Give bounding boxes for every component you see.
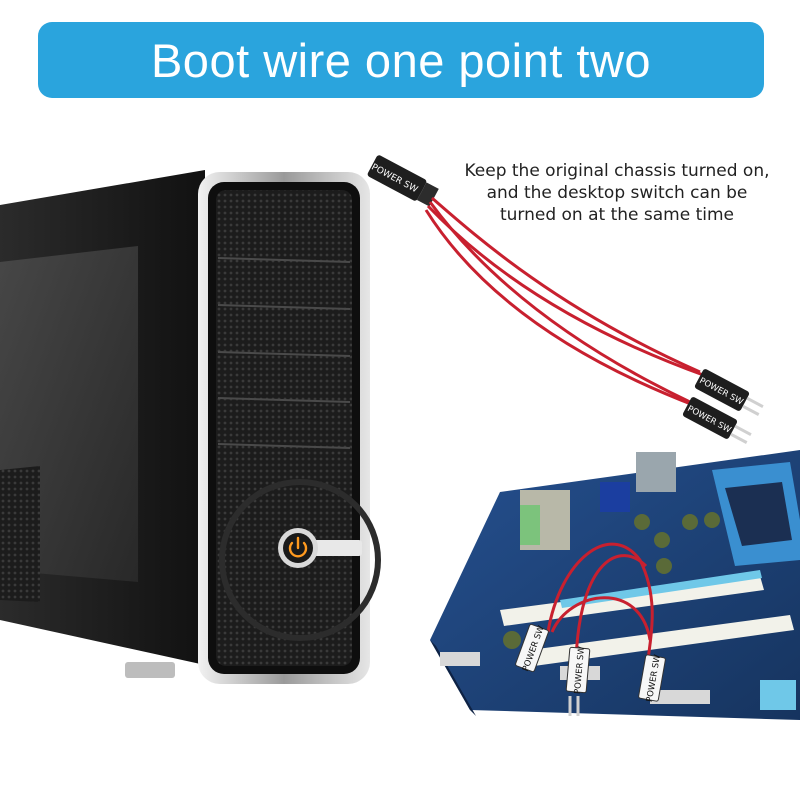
page-title: Boot wire one point two — [150, 33, 652, 87]
pci-slot-2 — [530, 615, 794, 666]
board-wires — [546, 542, 654, 661]
title-banner: Boot wire one point two — [38, 22, 764, 98]
audio-jack — [520, 505, 540, 545]
caption-line-1: Keep the original chassis turned on, — [464, 161, 770, 181]
cable-wires — [424, 196, 707, 408]
caption-line-3: turned on at the same time — [499, 205, 735, 225]
board-connector-2: POWER SW — [565, 645, 591, 695]
cable-connector-1: POWER SW — [694, 369, 764, 416]
description-caption: Keep the original chassis turned on, and… — [462, 160, 772, 226]
io-port-blue — [600, 482, 630, 512]
board-connector-3: POWER SW — [638, 653, 666, 703]
case-side-vent — [0, 466, 40, 602]
capacitors — [503, 512, 720, 649]
board-connector-2-label: POWER SW — [573, 645, 587, 694]
caption-line-2: and the desktop switch can be — [486, 183, 748, 203]
case-fan — [219, 479, 381, 641]
power-icon — [288, 536, 308, 558]
connector-pins — [568, 696, 580, 716]
case-foot — [125, 662, 175, 678]
io-port — [636, 452, 676, 492]
